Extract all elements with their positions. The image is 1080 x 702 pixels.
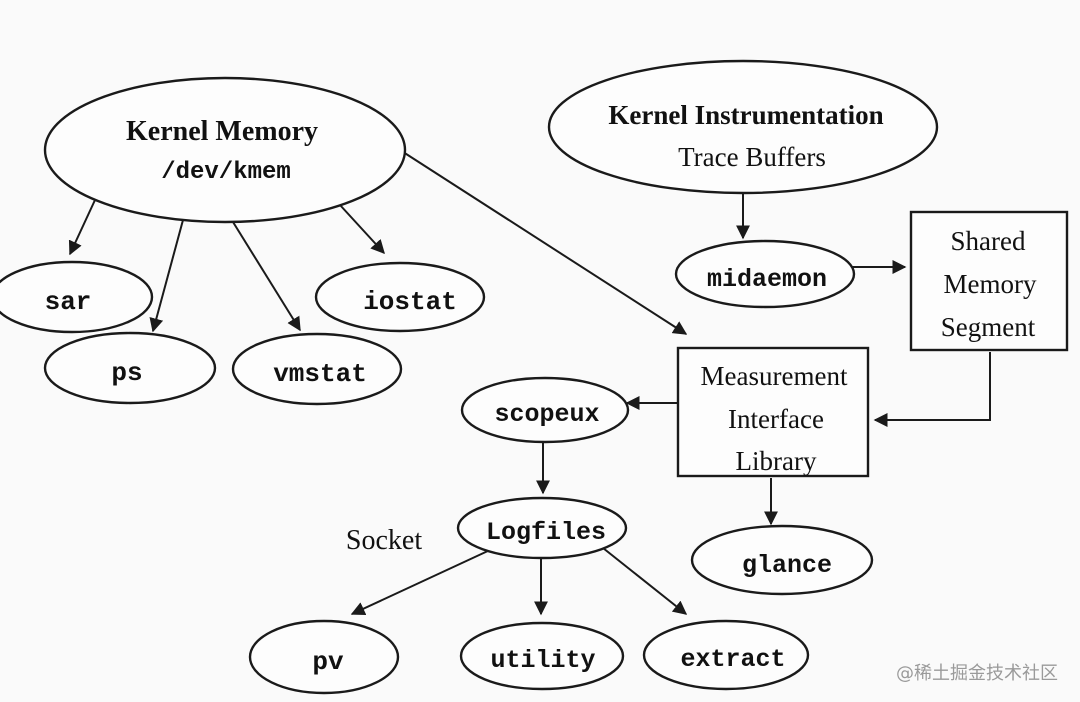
node-utility: utility [459,621,625,691]
edge-logfiles-extract [602,547,688,615]
kernel-memory-path: /dev/kmem [161,159,291,186]
edge-kmem-sar [68,199,96,256]
measurement-line3: Library [736,446,817,476]
shared-memory-line3: Segment [941,312,1036,342]
edge-kmem-measurement [399,149,688,335]
ps-label: ps [111,358,142,388]
measurement-line2: Interface [728,404,824,434]
kernel-instrumentation-title: Kernel Instrumentation [608,100,883,130]
node-iostat: iostat [314,261,486,333]
trace-buffers-label: Trace Buffers [678,142,826,172]
edge-kmem-iostat [339,204,385,255]
node-scopeux: scopeux [460,376,630,444]
vmstat-label: vmstat [273,359,367,389]
node-midaemon: midaemon [674,239,856,309]
node-vmstat: vmstat [231,332,403,406]
node-sar: sar [0,260,154,334]
watermark: @稀土掘金技术社区 [896,663,1058,684]
node-kernel-memory: Kernel Memory /dev/kmem [43,76,407,224]
node-logfiles: Logfiles [456,496,628,560]
midaemon-label: midaemon [707,265,827,294]
utility-label: utility [490,646,595,675]
pv-label: pv [312,647,344,677]
logfiles-label: Logfiles [486,518,606,547]
node-ps: ps [43,331,217,405]
edge-logfiles-pv [350,549,491,616]
node-kernel-instrumentation: Kernel Instrumentation Trace Buffers [547,59,939,195]
iostat-label: iostat [363,287,457,317]
extract-label: extract [680,645,785,674]
scopeux-label: scopeux [494,400,599,429]
edge-kmem-ps [149,219,184,333]
shared-memory-line1: Shared [951,226,1026,256]
socket-label: Socket [346,525,422,556]
measurement-line1: Measurement [701,361,848,391]
node-glance: glance [690,524,874,596]
edge-kmem-vmstat [232,221,301,332]
node-measurement-interface-library: Measurement Interface Library [676,346,870,478]
glance-label: glance [742,551,832,580]
kernel-memory-title: Kernel Memory [126,116,318,147]
node-pv: pv [248,619,400,695]
shared-memory-line2: Memory [944,269,1037,299]
node-extract: extract [642,619,810,691]
sar-label: sar [45,287,92,317]
node-shared-memory-segment: Shared Memory Segment [909,210,1069,352]
edge-shared-measurement [873,352,991,427]
